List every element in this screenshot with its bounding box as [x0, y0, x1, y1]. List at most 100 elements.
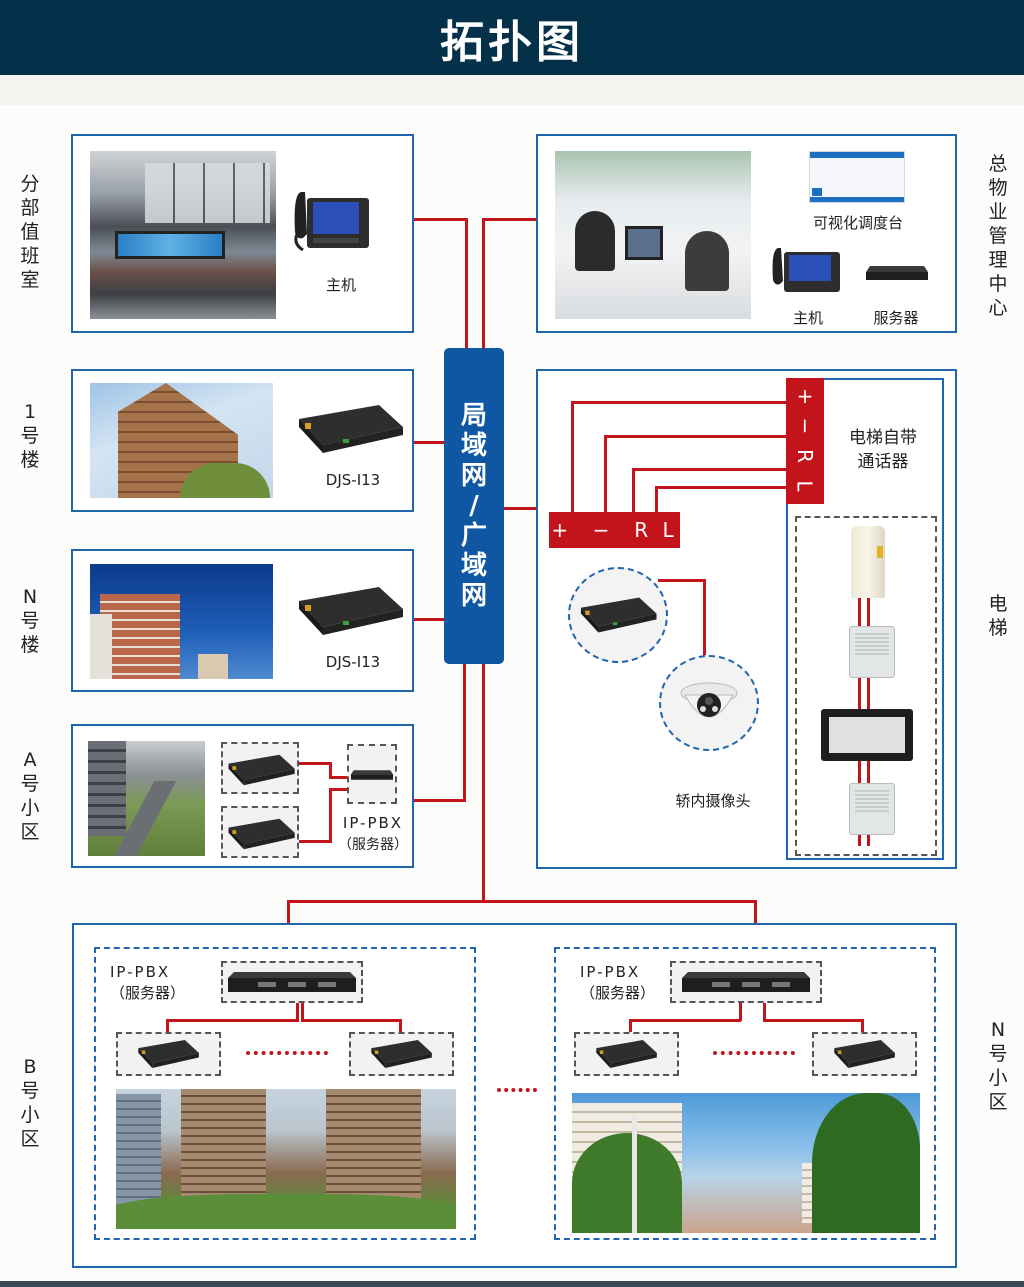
camera-label: 轿内摄像头	[675, 792, 751, 810]
page-header: 拓扑图	[0, 0, 1024, 75]
network-label-char: 域	[460, 551, 487, 581]
street-lamp	[632, 1113, 637, 1233]
wire	[166, 1019, 299, 1022]
wire	[604, 435, 787, 438]
intercom-device-icon	[138, 1040, 199, 1068]
n-pbx-sublabel: （服务器）	[580, 984, 656, 1002]
hq-host-label: 主机	[792, 309, 823, 327]
server-label: 服务器	[873, 309, 919, 327]
label-community-n: N号小区	[988, 1019, 1008, 1113]
wire	[629, 1019, 632, 1033]
speaker-grille	[855, 790, 889, 814]
wire	[329, 788, 332, 843]
wire	[413, 618, 445, 621]
network-label-char: /	[469, 491, 479, 521]
wire	[465, 218, 468, 348]
trees	[180, 463, 270, 498]
building-1-device-label: DJS-I13	[325, 471, 381, 489]
footer-bar	[0, 1281, 1024, 1287]
wire	[329, 776, 347, 779]
console-logo	[812, 188, 822, 196]
person-figure	[575, 211, 615, 271]
label-building-n: N号楼	[20, 586, 40, 656]
wire	[604, 435, 607, 513]
building-side	[90, 614, 112, 679]
handset-indicator	[877, 546, 883, 558]
community-b-photo	[116, 1089, 456, 1229]
ip-pbx-server-icon	[682, 972, 810, 992]
djs-i13-device-icon	[299, 405, 403, 453]
building-n-photo	[90, 564, 273, 679]
building-n-panel: DJS-I13	[71, 549, 414, 692]
n-pbx-box	[670, 961, 822, 1003]
camera-circle	[659, 655, 759, 751]
hq-center-panel: 可视化调度台 主机 服务器	[536, 134, 957, 333]
more-devices-ellipsis	[246, 1051, 328, 1055]
n-device-box-2	[812, 1032, 917, 1076]
intercom-device-icon	[371, 1040, 432, 1068]
wire	[655, 486, 787, 489]
intercom-chain-box	[795, 516, 937, 856]
greenery	[116, 1194, 456, 1229]
wire	[399, 1019, 402, 1033]
label-branch-duty-room: 分部值班室	[20, 173, 40, 291]
wire	[482, 218, 537, 221]
console-titlebar	[810, 152, 904, 158]
controller-label-plate	[829, 717, 905, 753]
wire	[763, 1019, 863, 1022]
b-device-box-1	[116, 1032, 221, 1076]
speaker-grille	[855, 633, 889, 657]
more-communities-ellipsis	[497, 1088, 537, 1092]
small-building	[198, 654, 228, 679]
page-title: 拓扑图	[440, 16, 584, 68]
wire	[571, 401, 574, 513]
community-n-photo	[572, 1093, 920, 1233]
speaker-unit-icon	[849, 783, 895, 835]
wire	[655, 486, 658, 513]
tree	[572, 1133, 682, 1233]
elevator-controller-icon	[821, 709, 913, 761]
community-a-photo	[88, 741, 205, 856]
wire	[632, 468, 787, 471]
more-devices-ellipsis	[713, 1051, 795, 1055]
header-spacer	[0, 75, 1024, 105]
elevator-device-circle	[568, 567, 668, 663]
b-pbx-sublabel: （服务器）	[110, 984, 186, 1002]
speaker-unit-icon	[849, 626, 895, 678]
branch-duty-room-panel: 主机	[71, 134, 414, 333]
wire	[632, 468, 635, 513]
wire	[703, 579, 706, 657]
wire	[301, 1003, 304, 1021]
wire	[739, 1003, 742, 1021]
b-pbx-label: IP-PBX	[110, 963, 171, 981]
wire	[296, 1003, 299, 1021]
community-n-panel: IP-PBX （服务器）	[554, 947, 936, 1240]
building-facade	[100, 594, 180, 679]
community-b-panel: IP-PBX （服务器）	[94, 947, 476, 1240]
terminal-r: R	[793, 449, 817, 463]
lan-wan-network: 局 域 网 / 广 域 网	[444, 348, 504, 664]
ip-pbx-server-icon	[351, 770, 393, 780]
n-device-box-1	[574, 1032, 679, 1076]
terminal-l: L	[793, 480, 817, 492]
network-label-char: 网	[460, 461, 487, 491]
terminal-minus: −	[792, 417, 817, 435]
wire	[299, 762, 331, 765]
dispatch-console-label: 可视化调度台	[812, 214, 903, 232]
intercom-device-icon	[834, 1040, 895, 1068]
tower	[326, 1089, 421, 1209]
building-facade	[88, 741, 126, 836]
wire	[413, 218, 467, 221]
wire	[413, 441, 445, 444]
person-figure	[685, 231, 729, 291]
b-pbx-box	[221, 961, 363, 1003]
monitor-array	[115, 231, 225, 259]
wire	[299, 840, 331, 843]
terminal-plus: +	[796, 384, 814, 408]
wire	[413, 799, 466, 802]
network-label-char: 域	[460, 431, 487, 461]
tree	[812, 1093, 920, 1233]
wire	[463, 664, 466, 802]
wire	[658, 579, 706, 582]
hq-host-phone-icon	[772, 248, 840, 292]
